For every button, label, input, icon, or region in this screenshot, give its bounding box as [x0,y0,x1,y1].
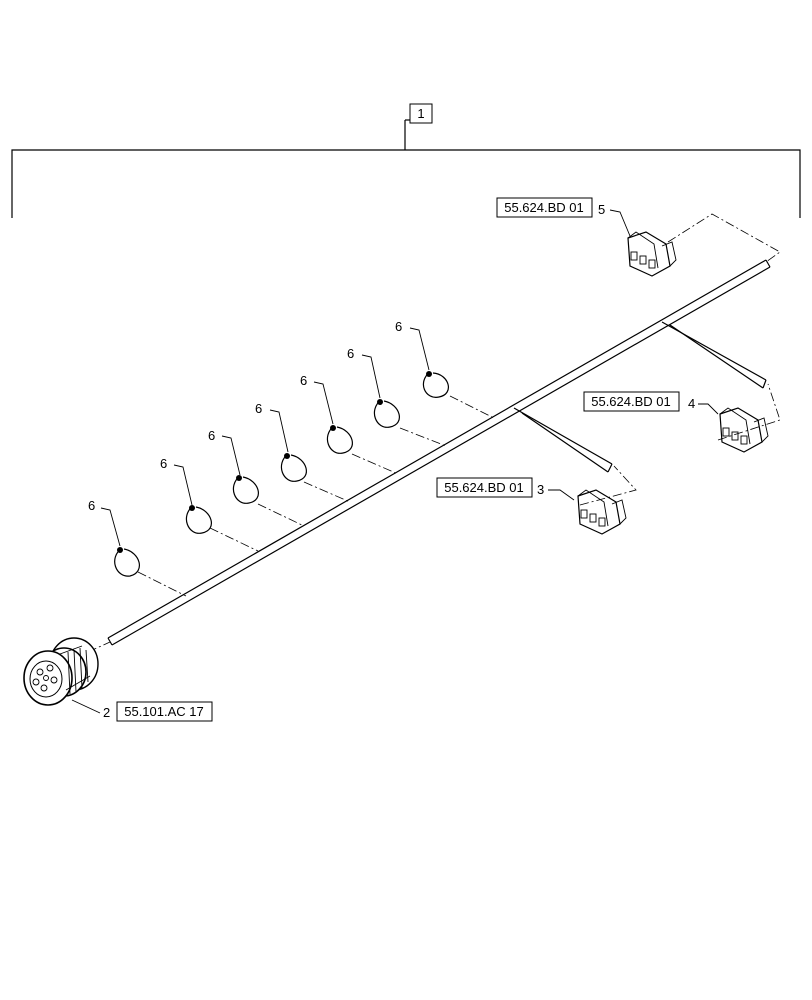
connector-4-reference: 55.624.BD 01 [591,394,671,409]
assembly-item-number: 1 [417,106,424,121]
cable-tie: 6 [88,498,140,577]
connector-4-item: 4 [688,396,695,411]
connector-5: 5 55.624.BD 01 [496,197,677,277]
connector-round-reference: 55.101.AC 17 [124,704,204,719]
cable-tie-label: 6 [160,456,167,471]
cable-tie-label: 6 [347,346,354,361]
cable-tie: 6 [208,428,259,504]
connector-3-item: 3 [537,482,544,497]
connector-3: 3 55.624.BD 01 [436,477,627,535]
cable-tie-label: 6 [255,401,262,416]
connector-5-item: 5 [598,202,605,217]
cable-tie-label: 6 [395,319,402,334]
connector-4: 4 55.624.BD 01 [583,391,769,453]
cable-tie: 6 [160,456,212,534]
cable-tie: 6 [395,319,449,398]
cable-tie-label: 6 [208,428,215,443]
cable-tie: 6 [255,401,307,482]
assembly-bracket: 1 [11,103,801,218]
cable-tie: 6 [347,346,400,428]
connector-round-item: 2 [103,705,110,720]
connector-5-reference: 55.624.BD 01 [504,200,584,215]
assembly-leader-lines [87,213,781,653]
harness-branch-lower [513,407,613,473]
cable-tie-label: 6 [300,373,307,388]
harness-trunk [107,259,771,646]
harness-branch-upper [661,321,767,389]
round-connector: 2 55.101.AC 17 [23,637,213,722]
connector-3-reference: 55.624.BD 01 [444,480,524,495]
cable-tie: 6 [300,373,353,454]
cable-tie-label: 6 [88,498,95,513]
